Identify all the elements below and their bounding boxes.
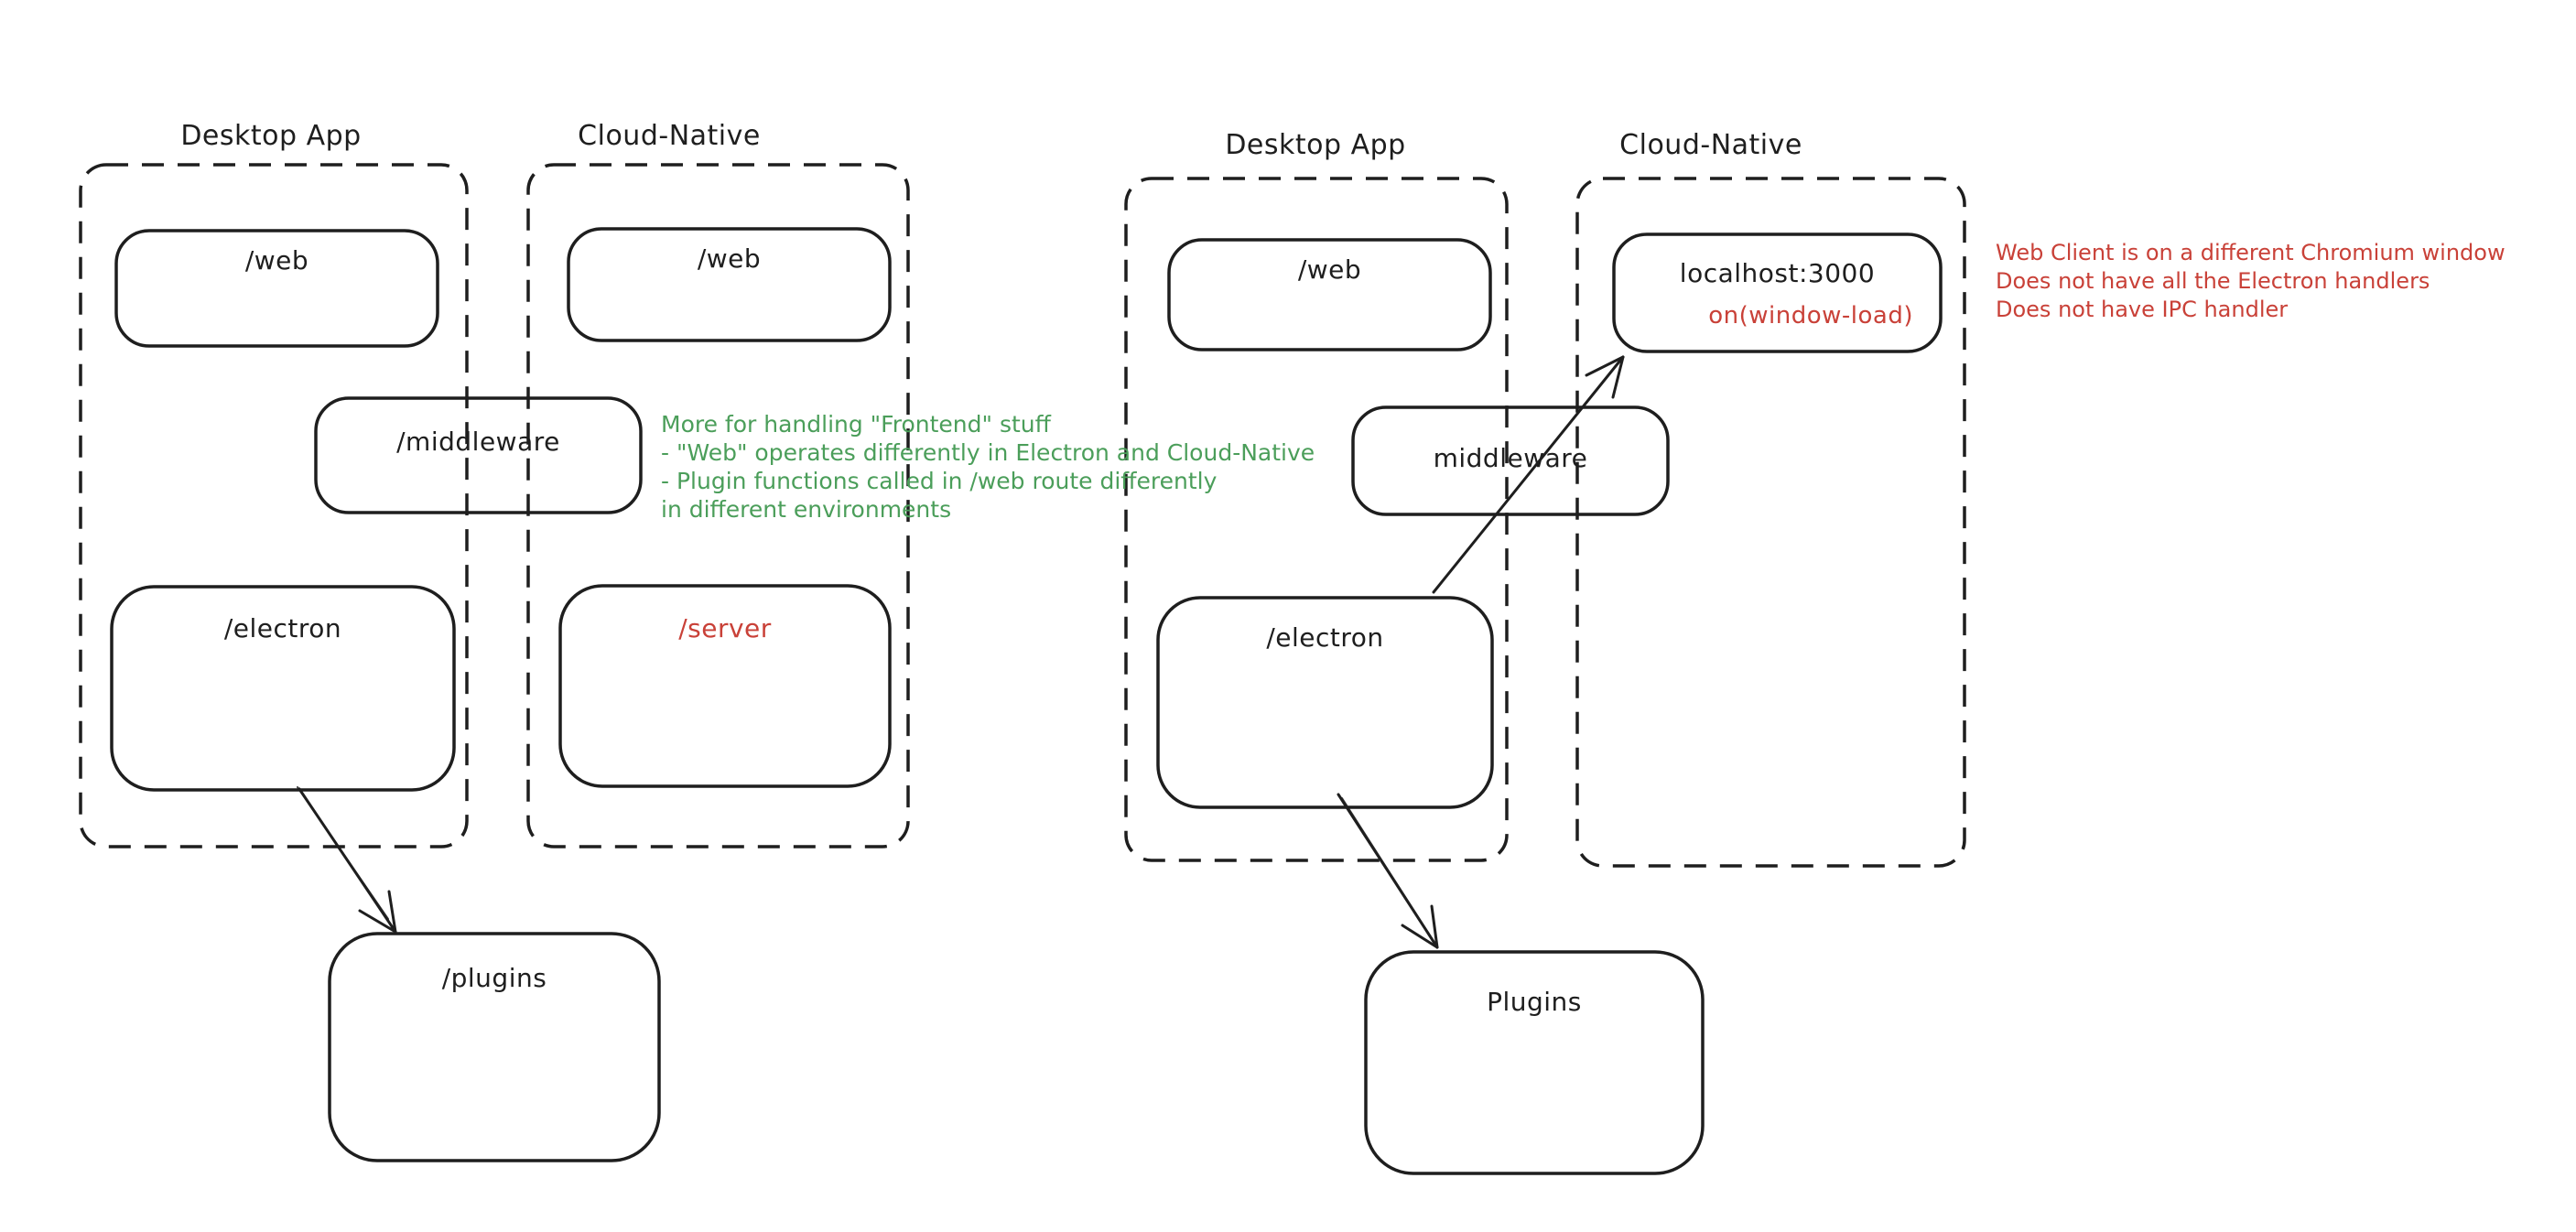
arrow-electron-to-plugins-right xyxy=(1337,793,1439,949)
annotation-red-web-client-note: Web Client is on a different Chromium wi… xyxy=(1996,239,2506,324)
box-web-cloud-left xyxy=(567,227,892,342)
label-server-left: /server xyxy=(678,613,772,643)
box-web-desktop-left xyxy=(114,229,439,348)
annotation-line: More for handling "Frontend" stuff xyxy=(661,411,1051,438)
label-on-window-load: on(window-load) xyxy=(1708,302,1913,330)
annotation-line: - "Web" operates differently in Electron… xyxy=(661,439,1315,466)
box-middleware-right xyxy=(1351,405,1670,516)
label-web-cloud-left: /web xyxy=(697,243,762,274)
label-web-right: /web xyxy=(1297,254,1362,285)
box-middleware-left xyxy=(314,396,643,514)
annotation-line: in different environments xyxy=(661,496,952,523)
container-desktop-app-left xyxy=(79,163,469,848)
box-web-right xyxy=(1167,238,1492,351)
box-localhost-right xyxy=(1612,232,1943,353)
label-electron-right: /electron xyxy=(1266,622,1384,653)
annotation-line: Does not have all the Electron handlers xyxy=(1996,268,2430,294)
container-cloud-native-right xyxy=(1575,177,1966,868)
box-electron-right xyxy=(1156,596,1494,809)
container-title-cloud-native-left: Cloud-Native xyxy=(578,120,761,152)
label-middleware-right: middleware xyxy=(1433,443,1588,473)
annotation-green-frontend-note: More for handling "Frontend" stuff - "We… xyxy=(661,410,1315,524)
label-middleware-left: /middleware xyxy=(396,427,560,457)
box-electron-left xyxy=(110,585,456,792)
arrow-electron-to-plugins-left xyxy=(297,786,397,934)
box-plugins-right xyxy=(1364,950,1705,1175)
label-plugins-right: Plugins xyxy=(1487,987,1582,1017)
container-cloud-native-left xyxy=(526,163,910,848)
container-title-cloud-native-right: Cloud-Native xyxy=(1619,129,1802,161)
annotation-line: Web Client is on a different Chromium wi… xyxy=(1996,240,2506,265)
container-title-desktop-app-left: Desktop App xyxy=(180,120,362,152)
annotation-line: Does not have IPC handler xyxy=(1996,297,2289,322)
label-electron-left: /electron xyxy=(223,613,342,643)
label-localhost-right: localhost:3000 xyxy=(1679,258,1876,288)
annotation-line: - Plugin functions called in /web route … xyxy=(661,468,1218,494)
box-server-left xyxy=(558,584,892,788)
arrow-electron-to-localhost-right xyxy=(1432,355,1625,594)
container-title-desktop-app-right: Desktop App xyxy=(1225,129,1406,161)
label-web-desktop-left: /web xyxy=(244,245,309,276)
box-plugins-left xyxy=(328,932,661,1162)
container-desktop-app-right xyxy=(1124,177,1509,862)
label-plugins-left: /plugins xyxy=(441,963,547,993)
